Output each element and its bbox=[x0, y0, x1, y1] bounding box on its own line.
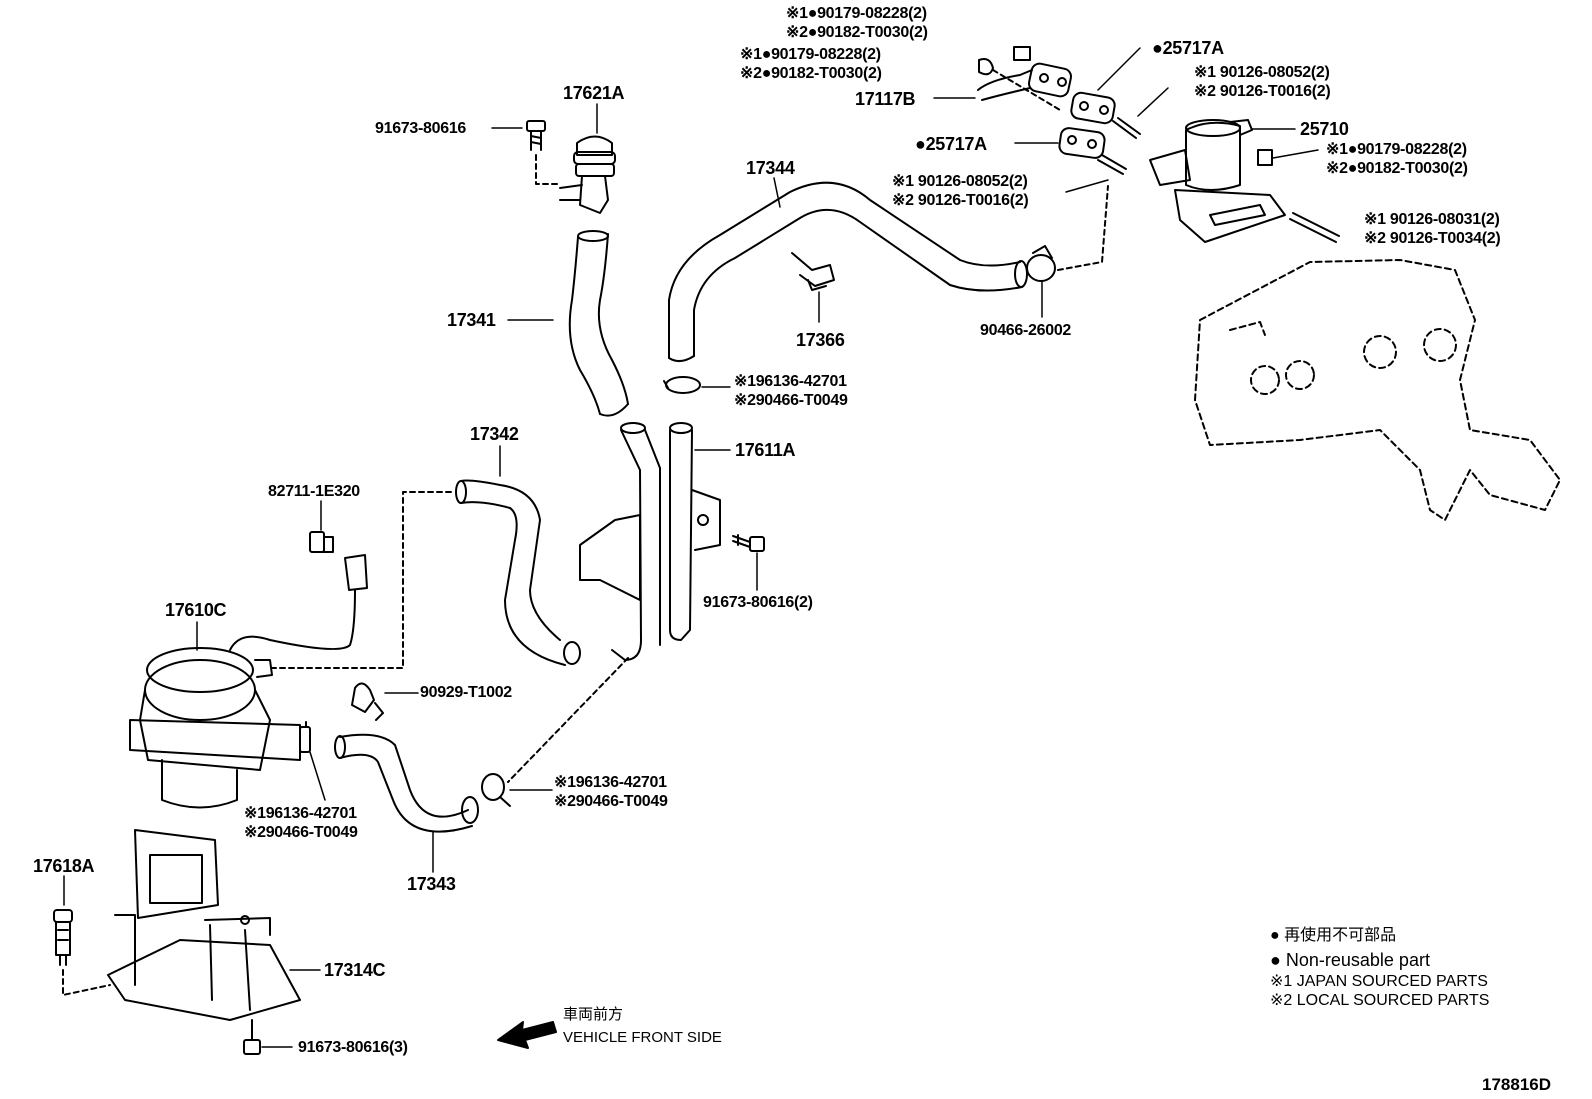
nut-top-label-2: ※2●90182-T0030(2) bbox=[786, 24, 928, 41]
air-valve-17621a bbox=[559, 135, 616, 214]
stud-90126-lower bbox=[1097, 154, 1127, 175]
vehicle-front-arrow bbox=[497, 1021, 557, 1049]
part-91673-2-label: 91673-80616(2) bbox=[703, 594, 813, 611]
clamp-c-label-1: ※196136-42701 bbox=[244, 805, 357, 822]
bolt-91673-3 bbox=[243, 1019, 261, 1055]
legend-en-nonreusable: ● Non-reusable part bbox=[1270, 950, 1430, 970]
pipe-17117b bbox=[977, 62, 1072, 101]
part-25717a-top-label: ●25717A bbox=[1152, 38, 1224, 58]
nut-left-label-2: ※2●90182-T0030(2) bbox=[740, 65, 882, 82]
legend-jp-nonreusable: ● 再使用不可部品 bbox=[1270, 927, 1397, 944]
part-17341-label: 17341 bbox=[447, 310, 496, 330]
nut-left-label-1: ※1●90179-08228(2) bbox=[740, 46, 881, 63]
part-17366-label: 17366 bbox=[796, 330, 845, 350]
air-switching-valve-25710 bbox=[1149, 119, 1286, 243]
bracket-17314c bbox=[107, 829, 301, 1021]
hose-17343 bbox=[334, 733, 479, 833]
clip-17366 bbox=[791, 252, 835, 291]
legend-note-2: ※2 LOCAL SOURCED PARTS bbox=[1270, 992, 1490, 1009]
stud-90126-right bbox=[1289, 212, 1340, 243]
diagram-id: 178816D bbox=[1482, 1075, 1552, 1094]
part-17343-label: 17343 bbox=[407, 874, 456, 894]
legend: ● 再使用不可部品 ● Non-reusable part ※1 JAPAN S… bbox=[1270, 924, 1489, 1010]
bolt-91673-2 bbox=[732, 534, 765, 552]
bolt-91673-top bbox=[526, 120, 546, 151]
part-17344-label: 17344 bbox=[746, 158, 795, 178]
exhaust-manifold bbox=[1194, 259, 1561, 521]
clamp-90466-26002 bbox=[1026, 245, 1056, 282]
part-91673-top-label: 91673-80616 bbox=[375, 120, 467, 137]
nut-top-label-1: ※1●90179-08228(2) bbox=[786, 5, 927, 22]
hose-17341 bbox=[568, 230, 629, 417]
nut-25710-label-1: ※1●90179-08228(2) bbox=[1326, 141, 1467, 158]
grommet-90929 bbox=[351, 682, 384, 721]
part-17342-label: 17342 bbox=[470, 424, 519, 444]
nut-90179-right bbox=[1257, 149, 1273, 166]
part-17621a-label: 17621A bbox=[563, 83, 625, 103]
part-17611a-label: 17611A bbox=[735, 440, 796, 460]
nut-90179-left bbox=[978, 58, 994, 76]
clamp-a-label-1: ※196136-42701 bbox=[734, 373, 847, 390]
part-91673-3-label: 91673-80616(3) bbox=[298, 1039, 408, 1056]
stud-upper-label-2: ※2 90126-T0016(2) bbox=[1194, 83, 1331, 100]
gasket-25717a-top bbox=[1070, 91, 1116, 125]
part-17117b-label: 17117B bbox=[855, 89, 916, 109]
gasket-25717a-mid bbox=[1058, 127, 1106, 159]
stud-90126-upper bbox=[1112, 117, 1141, 139]
stud-right-label-1: ※1 90126-08031(2) bbox=[1364, 211, 1500, 228]
nut-90179-top bbox=[1013, 46, 1031, 61]
part-17618a-label: 17618A bbox=[33, 856, 95, 876]
part-17314c-label: 17314C bbox=[324, 960, 386, 980]
part-82711-label: 82711-1E320 bbox=[268, 483, 360, 500]
front-en-label: VEHICLE FRONT SIDE bbox=[563, 1029, 722, 1046]
clamp-hose-top bbox=[663, 376, 701, 394]
stud-upper-label-1: ※1 90126-08052(2) bbox=[1194, 64, 1330, 81]
stud-lower-label-2: ※2 90126-T0016(2) bbox=[892, 192, 1029, 209]
clip-82711 bbox=[309, 531, 334, 553]
nut-25710-label-2: ※2●90182-T0030(2) bbox=[1326, 160, 1468, 177]
part-90466-26002-label: 90466-26002 bbox=[980, 322, 1072, 339]
air-pump-17610c bbox=[129, 554, 368, 809]
stud-right-label-2: ※2 90126-T0034(2) bbox=[1364, 230, 1501, 247]
part-17610c-label: 17610C bbox=[165, 600, 227, 620]
hose-17342 bbox=[455, 479, 581, 666]
clamp-a-label-2: ※290466-T0049 bbox=[734, 392, 848, 409]
cushion-17618a bbox=[53, 909, 73, 966]
part-25717a-mid-label: ●25717A bbox=[915, 134, 987, 154]
clamp-b-label-1: ※196136-42701 bbox=[554, 774, 667, 791]
front-jp-label: 車両前方 bbox=[563, 1006, 624, 1023]
clamp-hose-bottom bbox=[481, 773, 511, 807]
part-90929-label: 90929-T1002 bbox=[420, 684, 512, 701]
clamp-c-label-2: ※290466-T0049 bbox=[244, 824, 358, 841]
pipe-17611a bbox=[579, 422, 721, 661]
legend-note-1: ※1 JAPAN SOURCED PARTS bbox=[1270, 973, 1488, 990]
clamp-b-label-2: ※290466-T0049 bbox=[554, 793, 668, 810]
connector-clamp-pump bbox=[299, 721, 311, 753]
part-25710-label: 25710 bbox=[1300, 119, 1349, 139]
hose-17344 bbox=[668, 181, 1028, 362]
stud-lower-label-1: ※1 90126-08052(2) bbox=[892, 173, 1028, 190]
